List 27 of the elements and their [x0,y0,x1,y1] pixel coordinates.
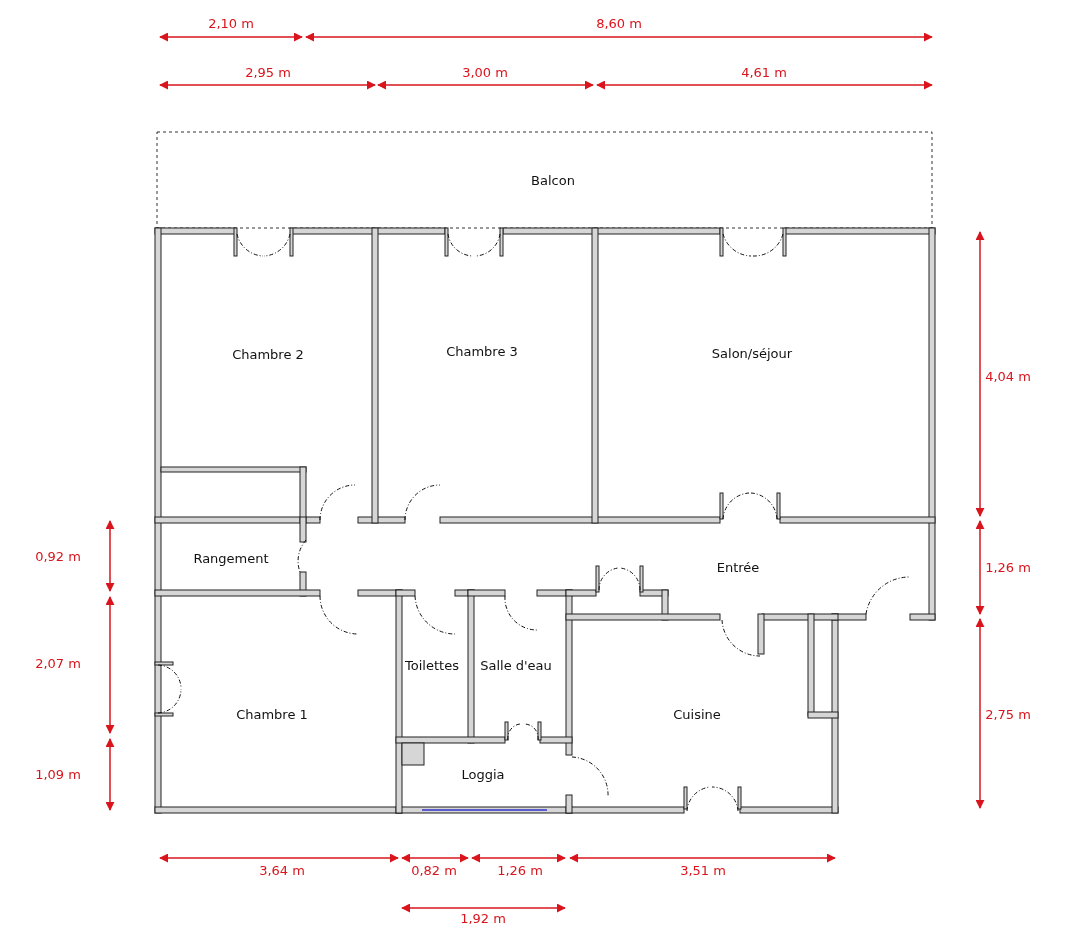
room-name: Cuisine [673,707,721,723]
dimension-label: 2,75 m [985,707,1031,723]
room-name: Chambre 1 [236,707,308,723]
dimension-label: 3,00 m [462,65,508,81]
room-name: Salle d'eau [480,658,552,674]
room-name: Loggia [461,767,505,783]
room-name: Entrée [716,560,760,576]
room-name: Chambre 2 [232,347,304,363]
dimension-label: 2,07 m [35,656,81,672]
dimension-label: 2,10 m [208,16,254,32]
dimension-label: 1,26 m [985,560,1031,576]
dimension-label: 4,04 m [985,369,1031,385]
dimension-label: 1,26 m [497,863,543,879]
room-name: Toilettes [405,658,459,674]
dimension-label: 0,82 m [411,863,457,879]
dimension-label: 1,09 m [35,767,81,783]
dimension-label: 1,92 m [460,911,506,927]
room-name: Salon/séjour [711,346,793,362]
room-name: Balcon [531,173,575,189]
dimension-label: 2,95 m [245,65,291,81]
dimension-label: 3,51 m [680,863,726,879]
dimension-label: 0,92 m [35,549,81,565]
room-name: Chambre 3 [446,344,518,360]
dimension-label: 3,64 m [259,863,305,879]
room-name: Rangement [193,551,269,567]
dimension-label: 8,60 m [596,16,642,32]
dimension-label: 4,61 m [741,65,787,81]
